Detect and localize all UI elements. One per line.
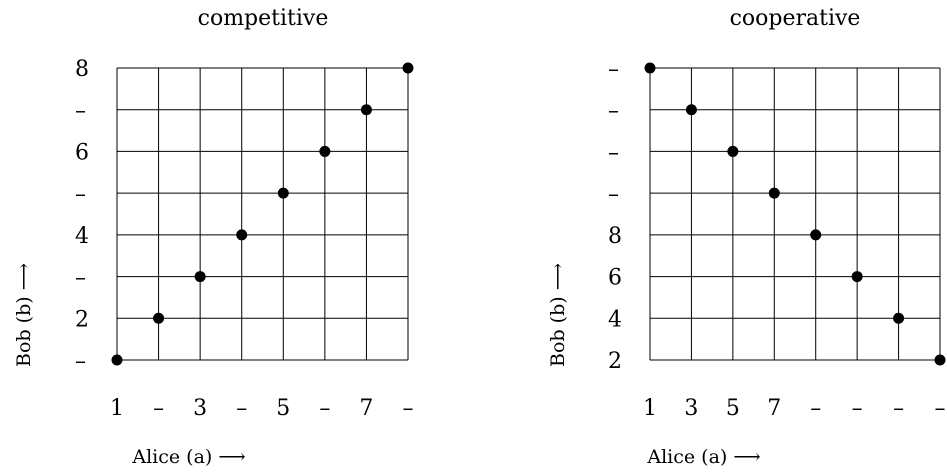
x-tick-label: 7 <box>359 396 373 421</box>
y-tick-label: 2 <box>75 307 89 332</box>
data-point <box>851 271 863 283</box>
data-point <box>194 271 206 283</box>
y-tick-label: – <box>75 266 86 291</box>
data-point <box>685 104 697 116</box>
y-tick-label: 4 <box>75 224 89 249</box>
data-point <box>934 354 946 366</box>
y-tick-label: 8 <box>608 224 622 249</box>
x-tick-label: – <box>153 396 164 421</box>
y-tick-label: – <box>608 57 619 82</box>
data-point <box>768 187 780 199</box>
data-point <box>402 62 414 74</box>
y-tick-label: – <box>75 349 86 374</box>
y-axis-label: Bob (b) ⟶ <box>13 263 35 367</box>
data-point <box>810 229 822 241</box>
panel-cooperative: cooperative Alice (a) ⟶ Bob (b) ⟶ 1 3 5 7 – –… <box>547 6 946 468</box>
data-point <box>644 62 656 74</box>
y-tick-label: – <box>75 182 86 207</box>
y-tick-label: – <box>75 99 86 124</box>
x-tick-label: 3 <box>684 396 698 421</box>
y-tick-label: 6 <box>75 140 89 165</box>
data-point <box>236 229 248 241</box>
data-point <box>277 187 289 199</box>
x-tick-label: – <box>236 396 247 421</box>
x-tick-label: 1 <box>643 396 657 421</box>
x-tick-label: 7 <box>767 396 781 421</box>
x-tick-label: 1 <box>110 396 124 421</box>
x-tick-label: 3 <box>193 396 207 421</box>
y-tick-label: – <box>608 182 619 207</box>
data-point <box>727 145 739 157</box>
y-tick-label: 6 <box>608 266 622 291</box>
x-axis-label: Alice (a) ⟶ <box>131 446 245 468</box>
x-tick-label: 5 <box>726 396 740 421</box>
x-tick-label: – <box>403 396 414 421</box>
x-tick-label: – <box>893 396 904 421</box>
data-point <box>111 354 123 366</box>
y-tick-label: – <box>608 140 619 165</box>
data-point <box>319 145 331 157</box>
y-axis-label: Bob (b) ⟶ <box>547 263 569 367</box>
x-tick-label: – <box>852 396 863 421</box>
y-tick-label: 2 <box>608 349 622 374</box>
x-tick-label: – <box>935 396 946 421</box>
x-axis-label: Alice (a) ⟶ <box>646 446 760 468</box>
y-tick-label: – <box>608 99 619 124</box>
chart-title: cooperative <box>730 6 861 31</box>
x-tick-label: – <box>319 396 330 421</box>
x-tick-label: 5 <box>276 396 290 421</box>
data-point <box>893 312 905 324</box>
x-tick-label: – <box>810 396 821 421</box>
data-point <box>153 312 165 324</box>
y-tick-label: 4 <box>608 307 622 332</box>
y-tick-label: 8 <box>75 57 89 82</box>
chart-title: competitive <box>198 6 329 31</box>
panel-competitive: competitive Alice (a) ⟶ Bob (b) ⟶ 1–3–5–… <box>13 6 414 468</box>
data-point <box>360 104 372 116</box>
